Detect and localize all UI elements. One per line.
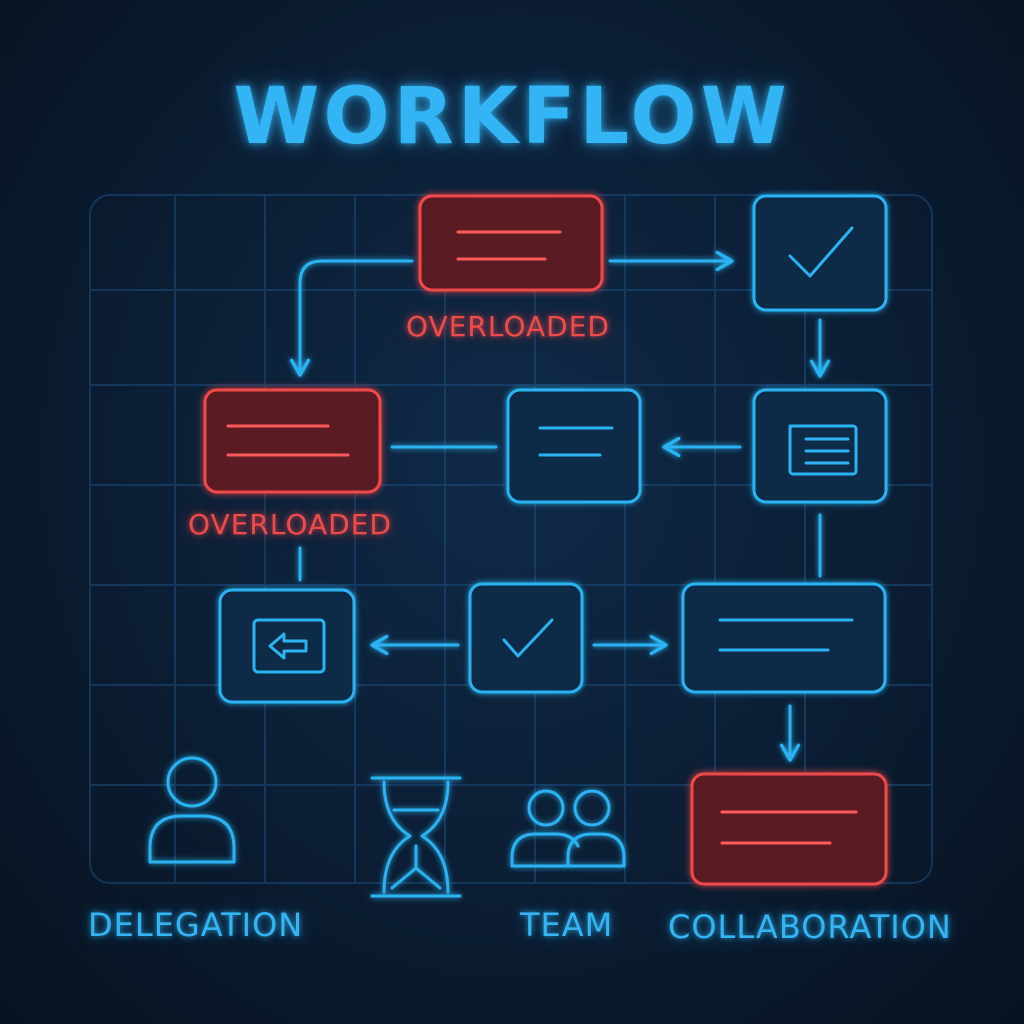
approved-task-box-top (752, 194, 888, 312)
person-icon (148, 756, 236, 864)
checkmark-icon (788, 226, 854, 278)
document-icon (788, 424, 858, 476)
collaboration-label: COLLABORATION (668, 908, 952, 946)
back-arrow-icon (252, 618, 326, 674)
page-title: WORKFLOW (233, 72, 791, 162)
overloaded-task-box-top (418, 194, 604, 292)
task-box-lower-right (681, 582, 887, 694)
approved-task-box-center (468, 582, 584, 694)
hourglass-icon (370, 776, 462, 898)
overloaded-task-box-left (203, 388, 382, 494)
return-task-box (218, 588, 356, 704)
team-label: TEAM (520, 906, 614, 944)
team-icon (510, 789, 626, 868)
connectors (289, 250, 831, 762)
overloaded-label-top: OVERLOADED (406, 310, 610, 343)
delegation-label: DELEGATION (88, 906, 304, 944)
checkmark-icon (502, 618, 554, 658)
task-box-center (506, 388, 642, 504)
overloaded-label-left: OVERLOADED (188, 508, 392, 541)
arrow-top-to-left (289, 259, 414, 377)
collaboration-red-box (690, 772, 888, 886)
document-task-box (752, 388, 888, 504)
